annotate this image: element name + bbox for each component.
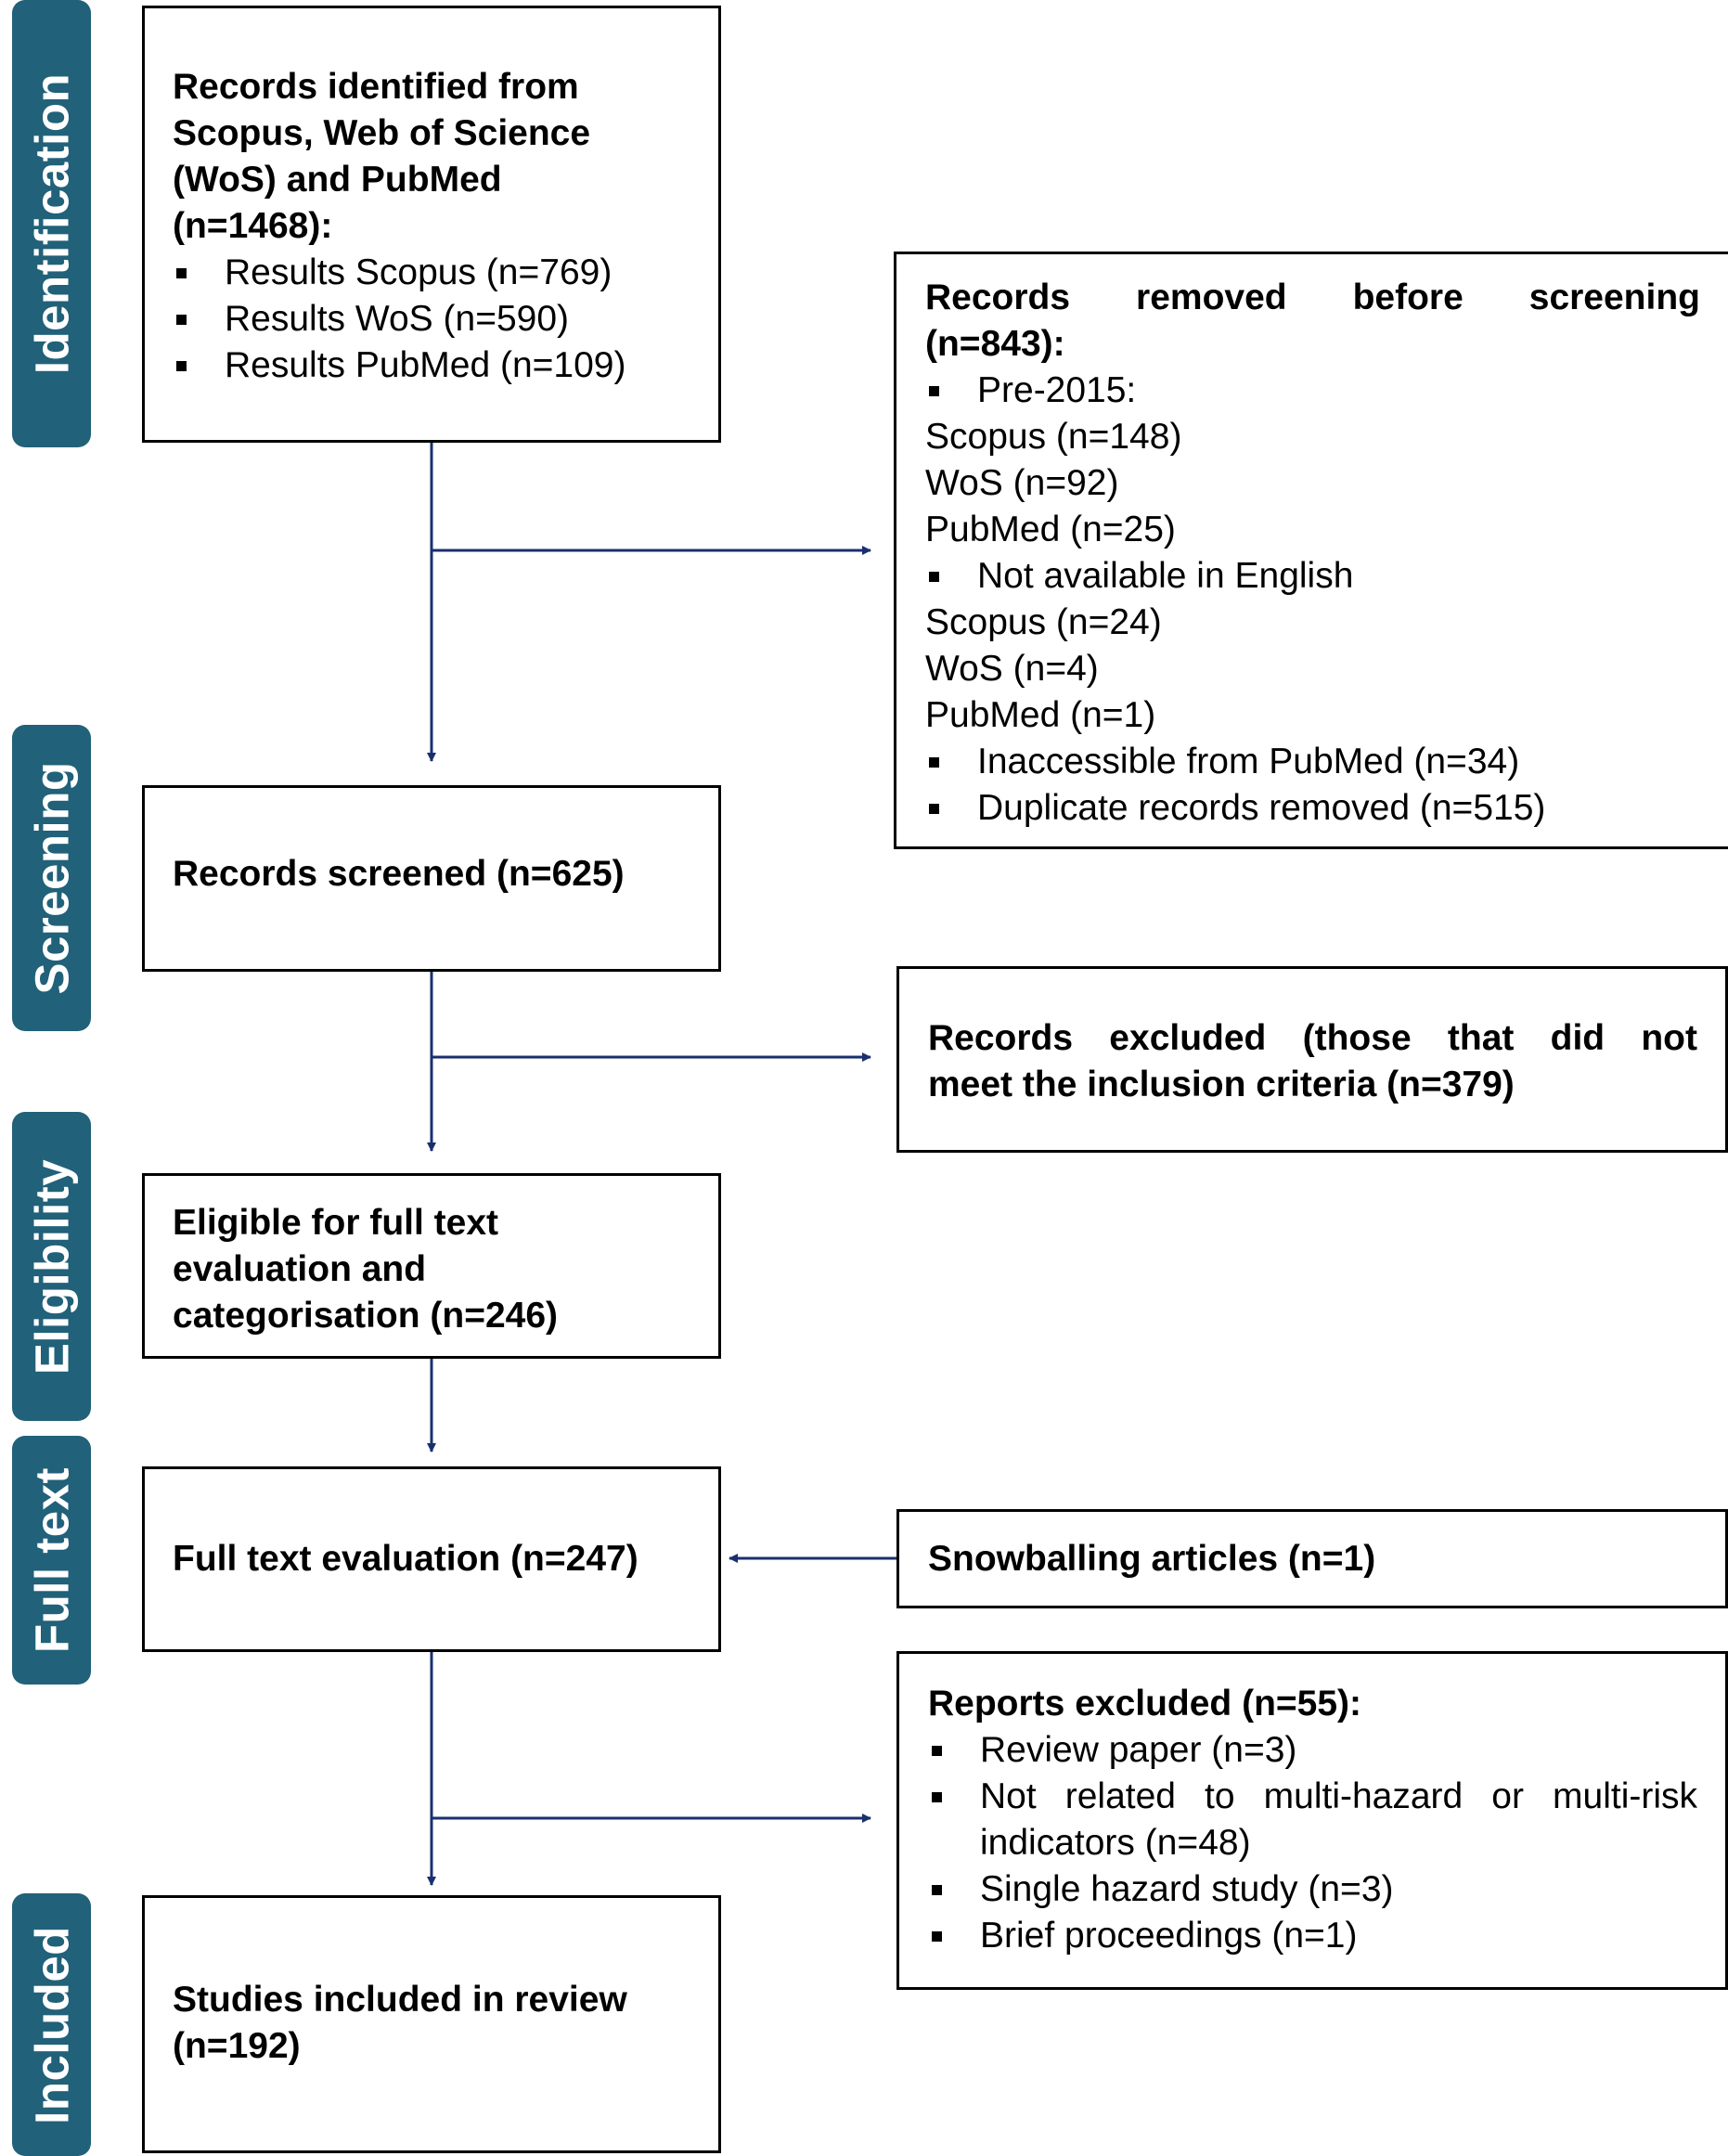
list-item: Results Scopus (n=769) <box>173 250 700 296</box>
list-item: Not available in English <box>925 553 1700 600</box>
box-eligible: Eligible for full text evaluation and ca… <box>142 1173 721 1359</box>
removed-list-other: Inaccessible from PubMed (n=34) Duplicat… <box>925 739 1700 832</box>
fulltext-heading: Full text evaluation (n=247) <box>173 1539 638 1579</box>
box-records-identified: Records identified from Scopus, Web of S… <box>142 6 721 443</box>
eligible-heading-line3: categorisation (n=246) <box>173 1296 559 1336</box>
removed-heading-word: before <box>1352 278 1464 317</box>
list-item: Results PubMed (n=109) <box>173 342 700 389</box>
eligible-heading-line1: Eligible for full text <box>173 1203 499 1243</box>
excluded-heading-line2: meet the inclusion criteria (n=379) <box>928 1065 1515 1104</box>
snowballing-heading: Snowballing articles (n=1) <box>928 1538 1376 1579</box>
stage-identification: Identification <box>12 0 91 447</box>
included-heading-line1: Studies included in review <box>173 1980 627 2020</box>
list-item: Pre-2015: <box>925 368 1700 414</box>
reports-list: Review paper (n=3) Not related to multi-… <box>928 1727 1697 1959</box>
identified-heading-line1: Records identified from <box>173 67 579 107</box>
list-item: Duplicate records removed (n=515) <box>925 785 1700 832</box>
removed-heading-line1: Records removed before screening <box>925 275 1700 321</box>
list-item: Brief proceedings (n=1) <box>928 1913 1697 1959</box>
list-item: Single hazard study (n=3) <box>928 1866 1697 1913</box>
box-records-removed: Records removed before screening (n=843)… <box>894 252 1728 849</box>
box-studies-included: Studies included in review (n=192) <box>142 1895 721 2153</box>
removed-heading-word: removed <box>1136 278 1287 317</box>
box-records-screened: Records screened (n=625) <box>142 785 721 972</box>
removed-detail: Scopus (n=24) <box>925 602 1162 642</box>
reports-related-line1: Not related to multi-hazard or multi-ris… <box>980 1776 1697 1816</box>
excluded-heading-line1: Records excluded (those that did not <box>928 1018 1697 1058</box>
screened-heading: Records screened (n=625) <box>173 853 625 894</box>
removed-list-pre2015: Pre-2015: <box>925 368 1700 414</box>
stage-full-text: Full text <box>12 1436 91 1685</box>
identified-heading-line4: (n=1468): <box>173 206 333 246</box>
identified-list: Results Scopus (n=769) Results WoS (n=59… <box>173 250 700 389</box>
box-snowballing: Snowballing articles (n=1) <box>896 1509 1728 1608</box>
box-full-text-evaluation: Full text evaluation (n=247) <box>142 1466 721 1652</box>
box-records-excluded: Records excluded (those that did not mee… <box>896 966 1728 1153</box>
removed-heading-word: screening <box>1528 278 1700 317</box>
removed-detail: WoS (n=4) <box>925 649 1099 689</box>
stage-screening: Screening <box>12 725 91 1031</box>
list-item: Review paper (n=3) <box>928 1727 1697 1774</box>
identified-heading-line3: (WoS) and PubMed <box>173 160 502 200</box>
removed-detail: WoS (n=92) <box>925 463 1119 503</box>
removed-list-english: Not available in English <box>925 553 1700 600</box>
list-item: Not related to multi-hazard or multi-ris… <box>928 1774 1697 1866</box>
removed-detail: PubMed (n=1) <box>925 695 1156 735</box>
reports-heading: Reports excluded (n=55): <box>928 1684 1362 1724</box>
eligible-heading-line2: evaluation and <box>173 1249 427 1289</box>
box-reports-excluded: Reports excluded (n=55): Review paper (n… <box>896 1651 1728 1990</box>
included-heading-line2: (n=192) <box>173 2026 301 2066</box>
stage-eligibility: Eligibility <box>12 1112 91 1421</box>
removed-heading-word: Records <box>925 278 1071 317</box>
removed-heading-line2: (n=843): <box>925 324 1065 364</box>
reports-related-line2: indicators (n=48) <box>980 1823 1251 1863</box>
list-item: Results WoS (n=590) <box>173 296 700 342</box>
removed-detail: PubMed (n=25) <box>925 510 1176 549</box>
removed-detail: Scopus (n=148) <box>925 417 1182 457</box>
list-item: Inaccessible from PubMed (n=34) <box>925 739 1700 785</box>
identified-heading-line2: Scopus, Web of Science <box>173 113 591 153</box>
stage-included: Included <box>12 1893 91 2156</box>
